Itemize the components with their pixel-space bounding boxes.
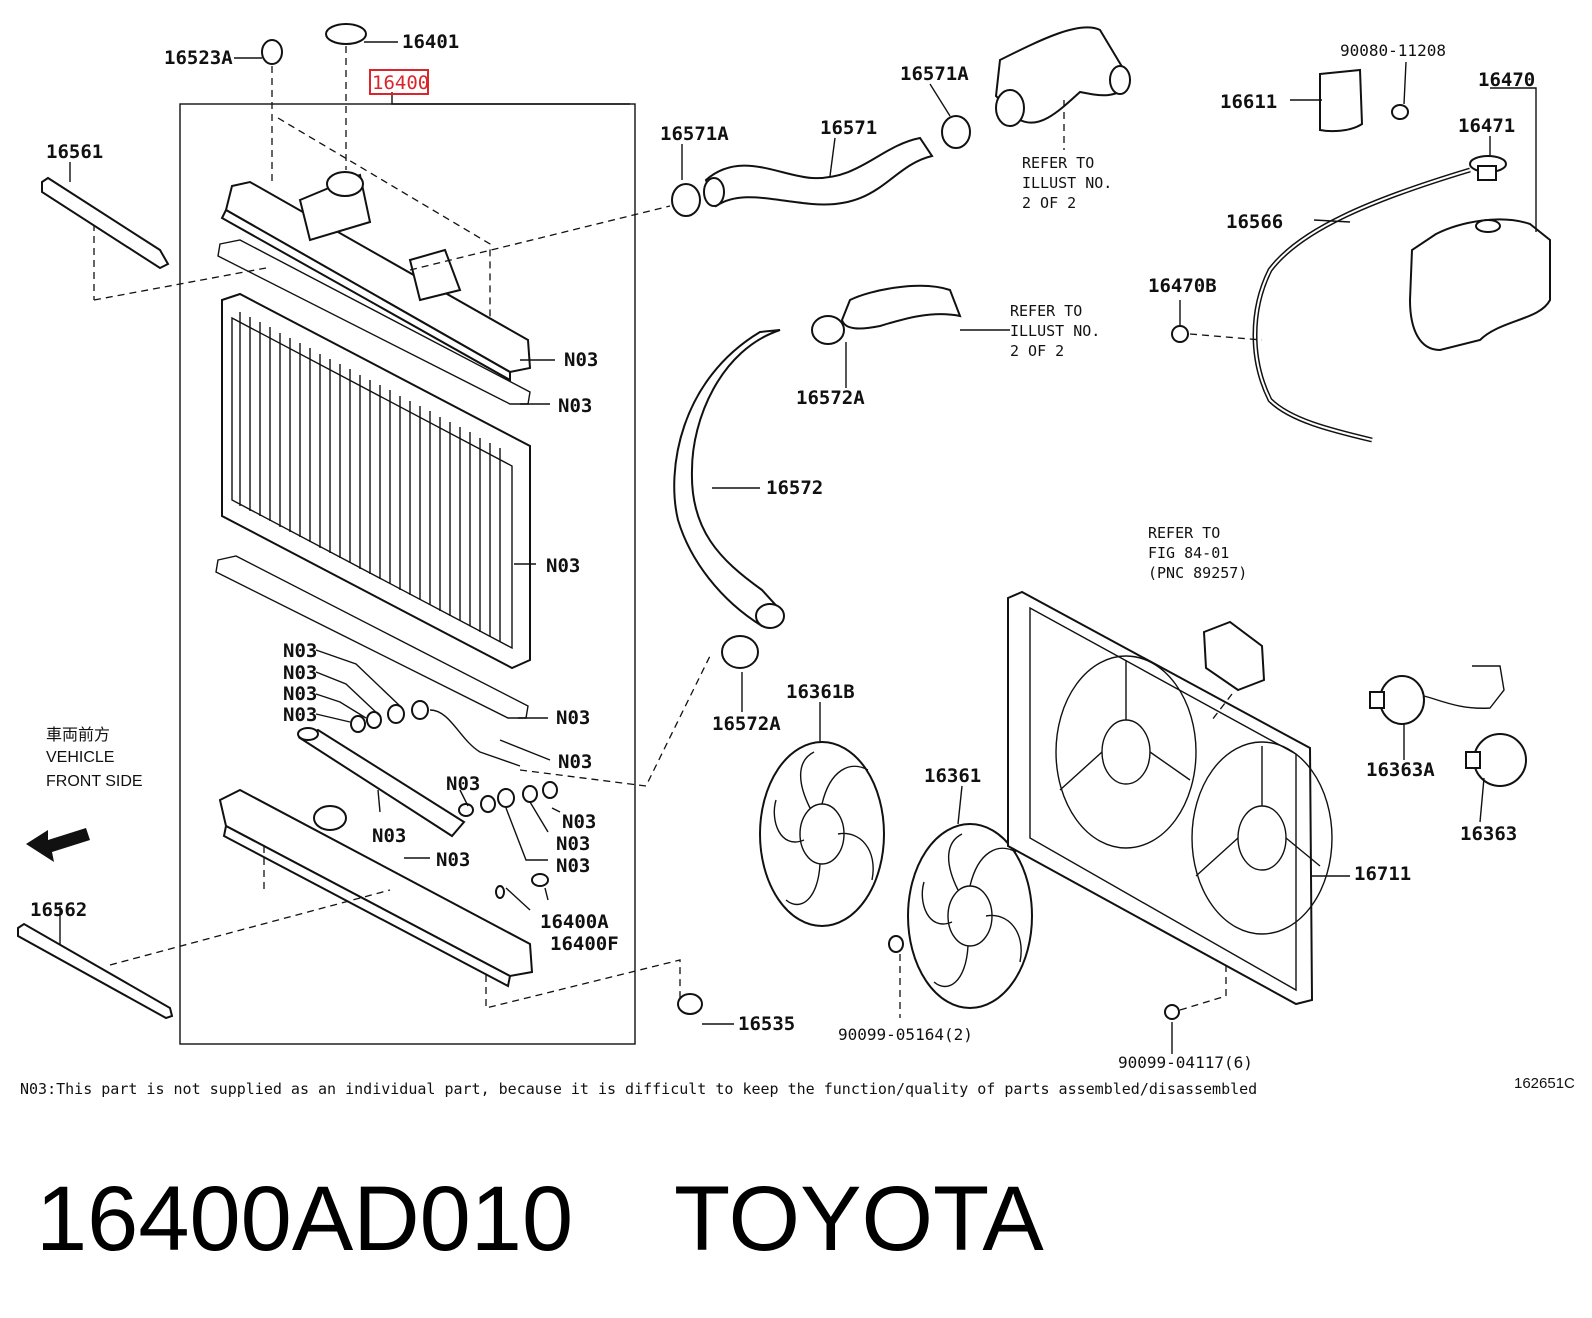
vehicle-front-arrow-icon	[26, 828, 90, 862]
ref-illust-2-line2: ILLUST NO.	[1010, 322, 1100, 340]
vehicle-front-en1: VEHICLE	[46, 749, 114, 766]
ref-illust-1-line1: REFER TO	[1022, 154, 1094, 172]
label-16400A: 16400A	[540, 911, 609, 933]
label-16711: 16711	[1354, 863, 1411, 885]
bolt-90099-04117	[1164, 1004, 1180, 1020]
label-90080-11208: 90080-11208	[1340, 41, 1446, 60]
label-n03-15: N03	[556, 855, 590, 877]
label-16572: 16572	[766, 477, 823, 499]
label-n03-3: N03	[546, 555, 580, 577]
bracket-16611	[1319, 68, 1364, 133]
seal-16562	[17, 922, 174, 1020]
hose-16572	[673, 284, 962, 629]
label-n03-4: N03	[283, 640, 317, 662]
clamp-16572A-top	[811, 315, 845, 345]
ref-illust-1-line2: ILLUST NO.	[1022, 174, 1112, 192]
footnote-n03: N03:This part is not supplied as an indi…	[20, 1080, 1257, 1098]
fan-controller	[1202, 620, 1266, 692]
label-16571A-top: 16571A	[900, 63, 969, 85]
label-n03-1: N03	[564, 349, 598, 371]
label-16571A-left: 16571A	[660, 123, 729, 145]
bolt-90080	[1391, 104, 1409, 120]
fan-16361	[907, 823, 1033, 1009]
label-n03-5: N03	[283, 662, 317, 684]
label-16561: 16561	[46, 141, 103, 163]
water-outlet	[994, 26, 1132, 127]
radiator-core	[221, 292, 531, 670]
label-16470: 16470	[1478, 69, 1535, 91]
label-16361: 16361	[924, 765, 981, 787]
label-16401: 16401	[402, 31, 459, 53]
seal-16561	[41, 176, 170, 270]
ref-fig-line2: FIG 84-01	[1148, 544, 1229, 562]
reserve-cap-16471	[1469, 155, 1507, 181]
fan-motor-16363	[1465, 733, 1527, 787]
clamp-16572A-bottom	[721, 635, 759, 669]
radiator-lower-tank	[218, 788, 534, 988]
plug-16535	[677, 993, 703, 1015]
vehicle-front-jp: 車両前方	[46, 726, 110, 744]
label-90099-04117: 90099-04117(6)	[1118, 1053, 1253, 1072]
ref-illust-1-line3: 2 OF 2	[1022, 194, 1076, 212]
label-16363A: 16363A	[1366, 759, 1435, 781]
n03-fittings	[350, 700, 558, 899]
cap-16523A	[261, 39, 283, 65]
label-16562: 16562	[30, 899, 87, 921]
label-16566: 16566	[1226, 211, 1283, 233]
label-90099-05164: 90099-05164(2)	[838, 1025, 973, 1044]
clamp-16571A-top	[941, 115, 971, 149]
label-n03-13: N03	[372, 825, 406, 847]
label-n03-12: N03	[556, 833, 590, 855]
label-n03-7: N03	[283, 704, 317, 726]
part-number-heading: 16400AD010	[36, 1168, 573, 1270]
ref-fig-line1: REFER TO	[1148, 524, 1220, 542]
fan-motor-16363A	[1369, 665, 1505, 725]
reserve-tank-16470	[1408, 218, 1551, 352]
label-16400F: 16400F	[550, 933, 619, 955]
radiator-cap-16401	[325, 23, 367, 45]
label-16572A-top: 16572A	[796, 387, 865, 409]
label-n03-14: N03	[436, 849, 470, 871]
label-n03-8: N03	[556, 707, 590, 729]
clip-16470B	[1171, 325, 1189, 343]
label-16363: 16363	[1460, 823, 1517, 845]
fan-shroud-16711	[1007, 590, 1333, 1006]
label-n03-11: N03	[562, 811, 596, 833]
brand-heading: TOYOTA	[674, 1168, 1044, 1270]
label-16523A: 16523A	[164, 47, 233, 69]
figure-code: 162651C	[1514, 1075, 1575, 1092]
label-16611: 16611	[1220, 91, 1277, 113]
label-16400: 16400	[372, 72, 429, 94]
label-16471: 16471	[1458, 115, 1515, 137]
ref-illust-2-line1: REFER TO	[1010, 302, 1082, 320]
oil-cooler-pipe	[297, 727, 466, 838]
label-16571: 16571	[820, 117, 877, 139]
label-16361B: 16361B	[786, 681, 855, 703]
ref-fig-line3: (PNC 89257)	[1148, 564, 1247, 582]
nut-90099-05164	[888, 935, 904, 953]
ref-illust-2-line3: 2 OF 2	[1010, 342, 1064, 360]
radiator-upper-tank	[220, 171, 532, 382]
label-n03-9: N03	[558, 751, 592, 773]
label-n03-6: N03	[283, 683, 317, 705]
fan-16361B	[759, 741, 885, 927]
highlight-box-16400	[369, 69, 429, 95]
vehicle-front-en2: FRONT SIDE	[46, 773, 143, 790]
label-n03-2: N03	[558, 395, 592, 417]
label-16572A-bottom: 16572A	[712, 713, 781, 735]
label-n03-10: N03	[446, 773, 480, 795]
label-16470B: 16470B	[1148, 275, 1217, 297]
clamp-16571A-left	[671, 183, 701, 217]
hose-16571	[703, 136, 934, 208]
label-16535: 16535	[738, 1013, 795, 1035]
